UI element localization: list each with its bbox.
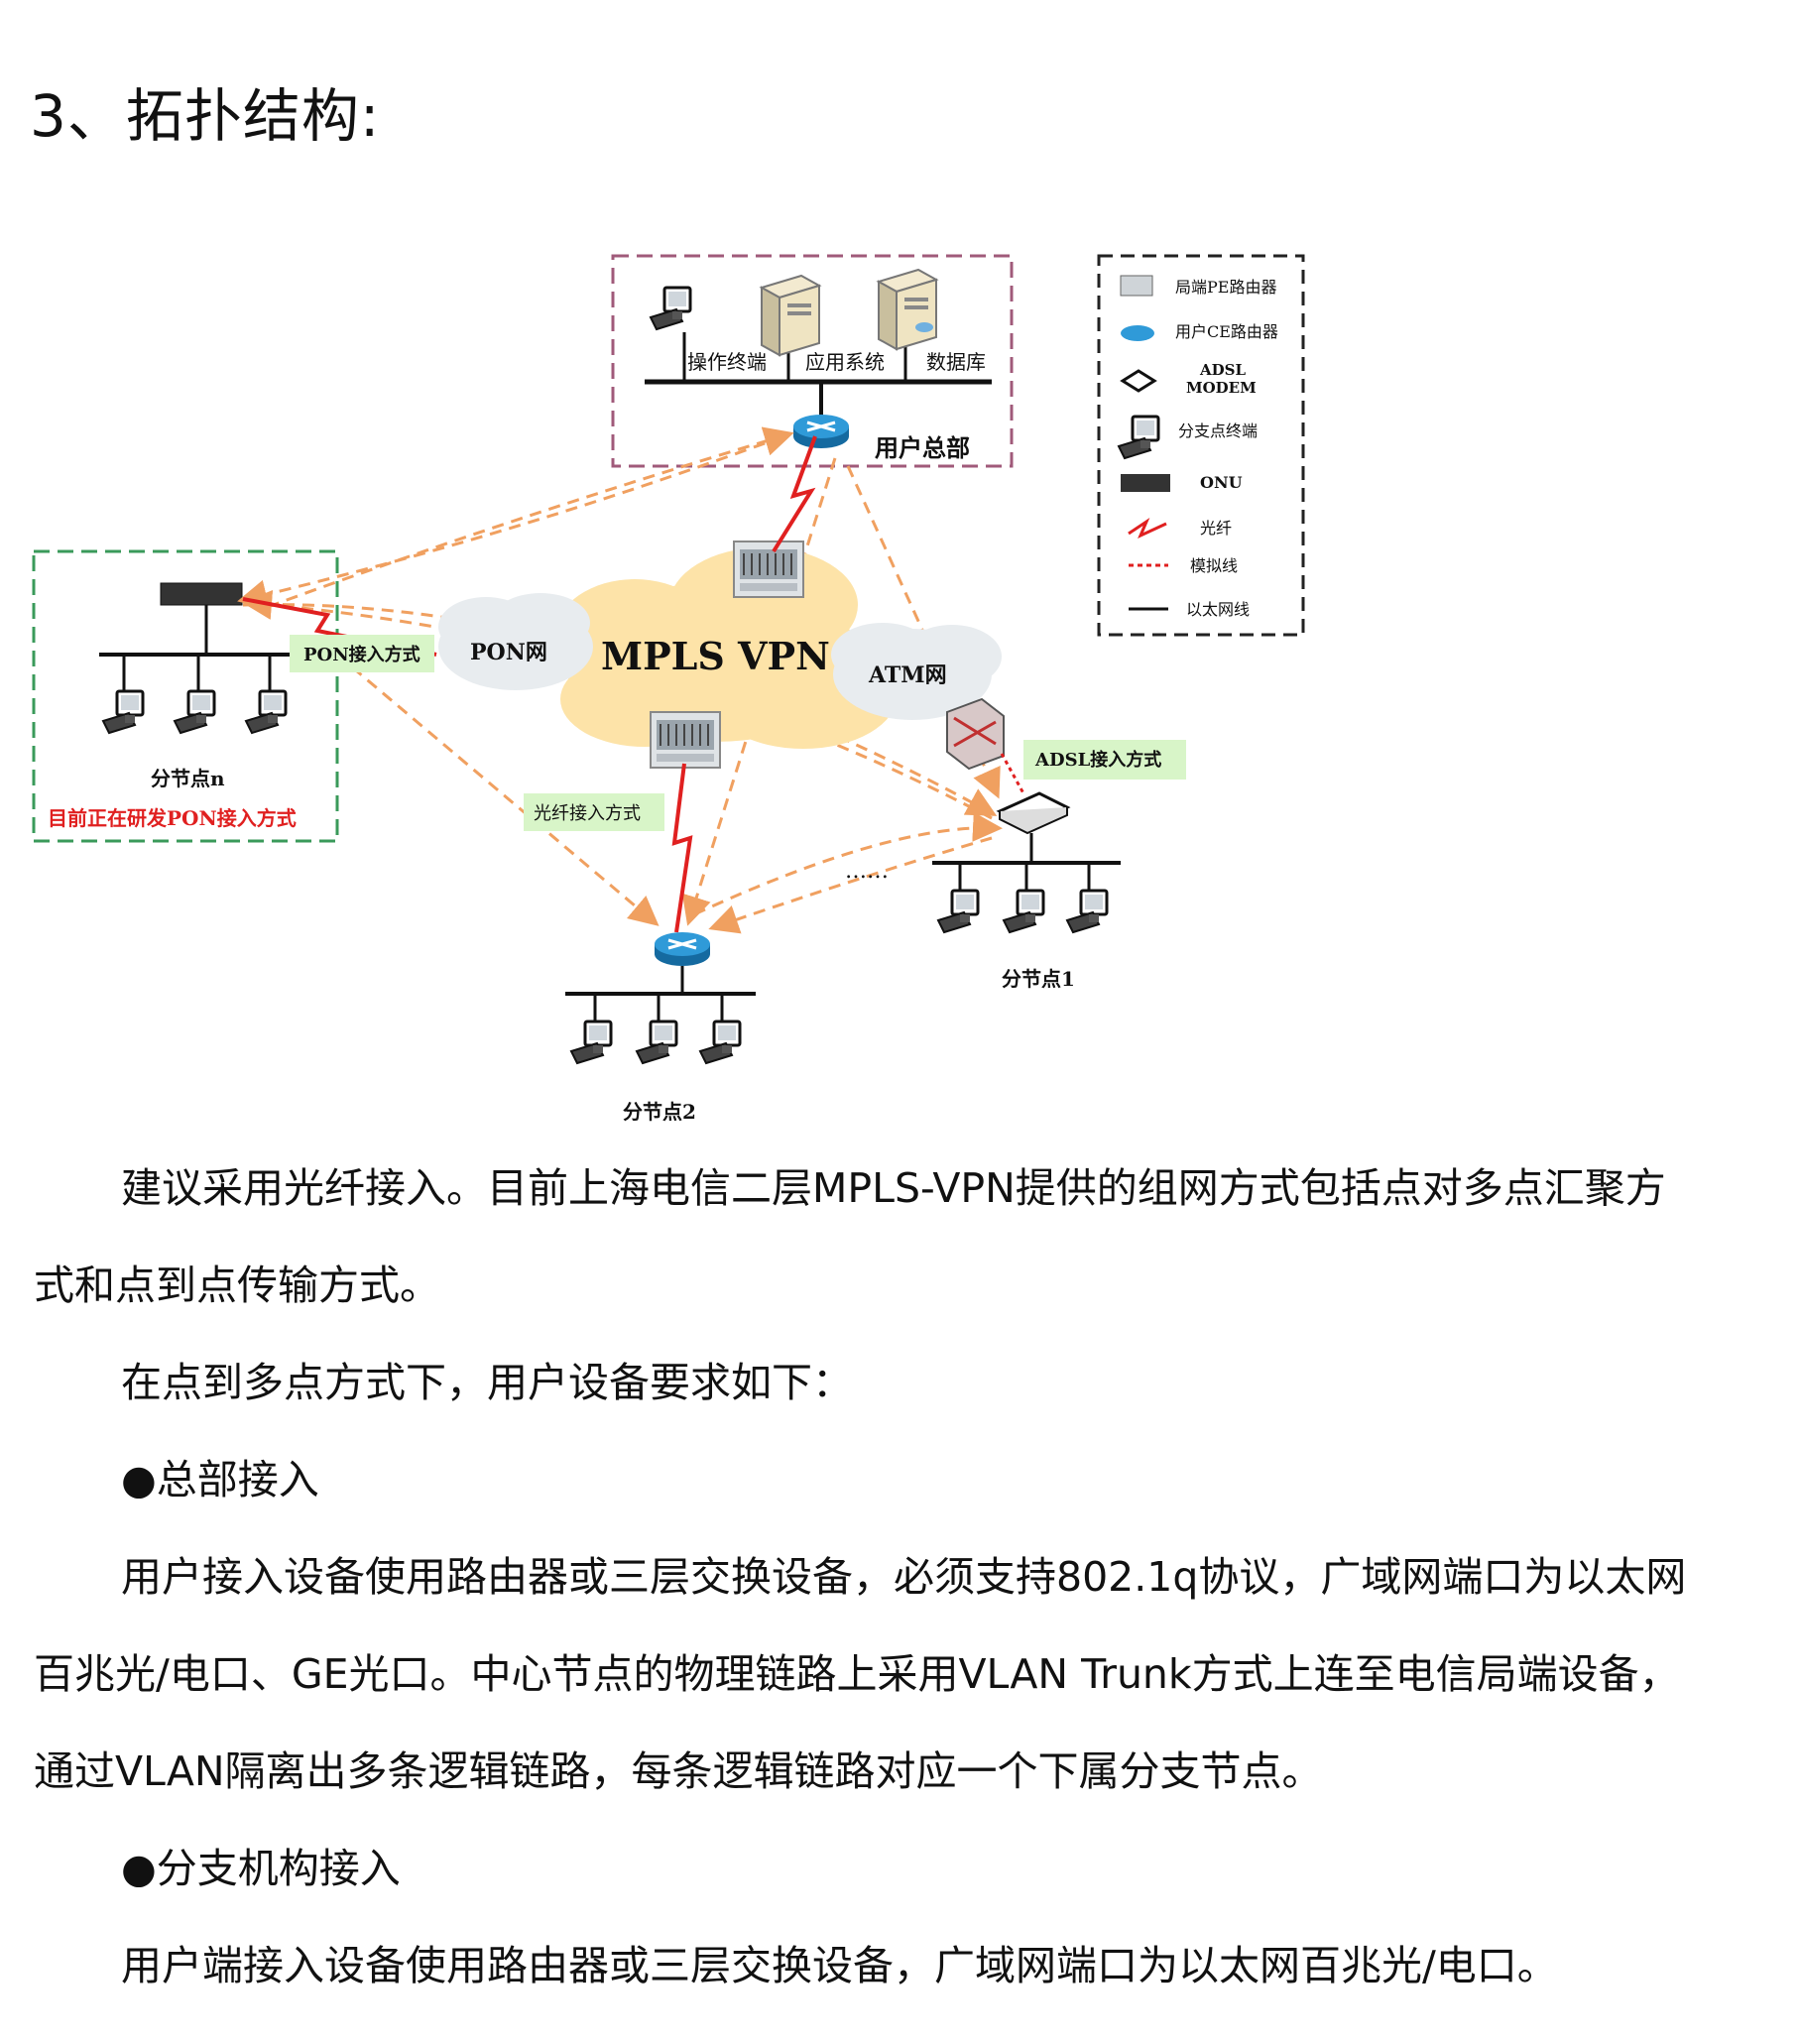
hq-ce-router-icon: [791, 413, 851, 450]
branch-n-onu-icon: [160, 582, 243, 606]
legend-pe-label: 局端PE路由器: [1175, 278, 1276, 297]
hq-db-label: 数据库: [926, 350, 986, 374]
paragraph-3-line-2: 百兆光/电口、GE光口。中心节点的物理链路上采用VLAN Trunk方式上连至电…: [34, 1650, 1680, 1698]
ellipsis: ……: [845, 859, 889, 884]
bullet-hq-access: ●总部接入: [121, 1456, 319, 1503]
legend-ethernet-label: 以太网线: [1186, 600, 1250, 619]
paragraph-4: 用户端接入设备使用路由器或三层交换设备，广域网端口为以太网百兆光/电口。: [121, 1942, 1558, 1989]
pon-cloud-label: PON网: [470, 640, 547, 665]
hq-title: 用户总部: [875, 433, 970, 462]
legend-terminal-label: 分支点终端: [1178, 421, 1258, 440]
legend-onu-icon: [1121, 474, 1170, 492]
tag-adsl-access: ADSL接入方式: [1034, 749, 1161, 771]
branch-2-label: 分节点2: [623, 1100, 696, 1124]
fiber-branch-2: [671, 763, 693, 933]
branch-n-box: [32, 549, 339, 843]
paragraph-3-line-3: 通过VLAN隔离出多条逻辑链路，每条逻辑链路对应一个下属分支节点。: [34, 1747, 1323, 1795]
legend-adsl-icon: [1120, 369, 1157, 393]
pe-router-top-icon: [733, 541, 804, 598]
mpls-cloud-label: MPLS VPN: [601, 634, 830, 678]
pon-cloud: [438, 593, 593, 690]
fiber-hq: [772, 435, 817, 553]
section-heading: 3、拓扑结构:: [30, 82, 381, 150]
hq-app-label: 应用系统: [805, 350, 885, 374]
legend-ce-label: 用户CE路由器: [1175, 322, 1278, 341]
atm-switch-icon: [946, 697, 1005, 771]
legend-adsl-label-1: ADSL: [1199, 361, 1246, 379]
atm-cloud: [831, 623, 1002, 720]
branch-n-label: 分节点n: [151, 767, 225, 790]
hq-box: [611, 254, 1014, 468]
legend-box: [1097, 254, 1305, 637]
hq-db-server-icon: [878, 269, 937, 350]
legend-adsl-label-2: MODEM: [1186, 379, 1257, 397]
hq-app-server-icon: [761, 275, 820, 356]
pe-router-bottom-icon: [650, 711, 721, 769]
paragraph-1-line-2: 式和点到点传输方式。: [34, 1262, 440, 1309]
paragraph-3-line-1: 用户接入设备使用路由器或三层交换设备，必须支持802.1q协议，广域网端口为以太…: [121, 1553, 1687, 1601]
paragraph-1-line-1: 建议采用光纤接入。目前上海电信二层MPLS-VPN提供的组网方式包括点对多点汇聚…: [121, 1164, 1666, 1212]
tag-pon-access: PON接入方式: [303, 644, 420, 665]
bullet-branch-access: ●分支机构接入: [121, 1845, 401, 1892]
branch-2-ce-router-icon: [653, 930, 712, 968]
legend-onu-label: ONU: [1200, 473, 1243, 492]
legend-analog-label: 模拟线: [1190, 556, 1238, 575]
branch-n-note: 目前正在研发PON接入方式: [48, 806, 297, 830]
atm-cloud-label: ATM网: [868, 662, 947, 688]
hq-terminal-label: 操作终端: [687, 350, 767, 374]
legend-ce-icon: [1121, 325, 1154, 341]
topology-diagram: 操作终端 应用系统 数据库 用户总部 局端PE路由器 用户CE路由器 ADSL …: [32, 254, 1305, 1124]
legend-terminal-icon: [1117, 415, 1160, 460]
legend-fiber-label: 光纤: [1200, 519, 1232, 538]
legend-fiber-icon: [1128, 517, 1167, 539]
legend-pe-icon: [1120, 275, 1153, 297]
hq-terminal-icon: [649, 286, 692, 331]
paragraph-2: 在点到多点方式下，用户设备要求如下：: [121, 1359, 853, 1406]
branch-1-label: 分节点1: [1002, 967, 1075, 991]
tag-fiber-access: 光纤接入方式: [534, 803, 641, 824]
